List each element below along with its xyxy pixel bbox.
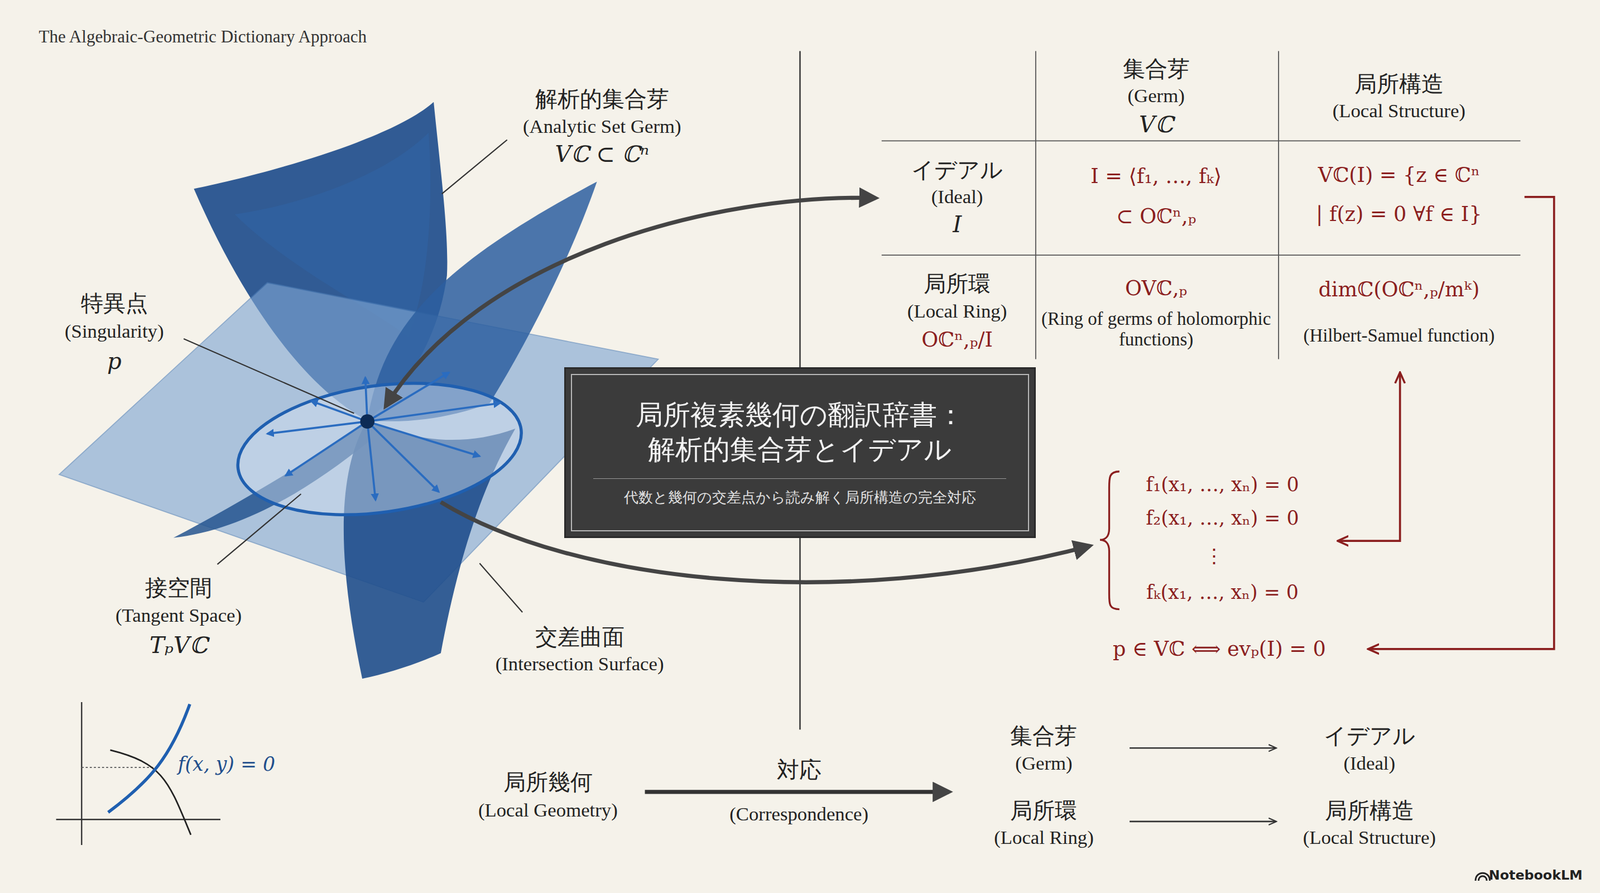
figure-label: 特異点 bbox=[80, 290, 148, 316]
table-cell: (Germ) bbox=[1127, 84, 1185, 108]
math-label: p bbox=[107, 348, 122, 374]
map-arrow bbox=[1129, 820, 1276, 823]
table-cell: | f(z) = 0 ∀f ∈ I} bbox=[1315, 202, 1483, 227]
logo-icon bbox=[1475, 872, 1491, 881]
table-cell: (Ideal) bbox=[931, 185, 984, 209]
correspondence-arrow bbox=[645, 789, 950, 794]
figure-label: (Tangent Space) bbox=[115, 604, 242, 627]
table-cell: (Hilbert-Samuel function) bbox=[1294, 325, 1504, 347]
watermark: NotebookLM bbox=[1488, 867, 1583, 883]
panel-title: 局所複素幾何の翻訳辞書：解析的集合芽とイデアル bbox=[626, 397, 973, 467]
equation: p ∈ Vℂ ⟺ evₚ(I) = 0 bbox=[1112, 637, 1326, 661]
page-title: The Algebraic-Geometric Dictionary Appro… bbox=[38, 26, 367, 47]
table-cell: イデアル bbox=[911, 156, 1003, 182]
map-arrow bbox=[1129, 747, 1276, 749]
title-panel: 局所複素幾何の翻訳辞書：解析的集合芽とイデアル代数と幾何の交差点から読み解く局所… bbox=[564, 367, 1036, 538]
equation: ⋮ bbox=[1204, 545, 1224, 568]
flow-label: (Local Ring) bbox=[993, 826, 1094, 849]
equation: fₖ(x₁, …, xₙ) = 0 bbox=[1146, 581, 1299, 604]
flow-label: (Correspondence) bbox=[729, 803, 869, 826]
table-cell: I bbox=[952, 211, 962, 238]
leader-line bbox=[183, 139, 523, 613]
table-cell: Vℂ(I) = {z ∈ ℂⁿ bbox=[1318, 163, 1481, 187]
table-cell: 局所構造 bbox=[1354, 70, 1444, 97]
flow-label: 局所環 bbox=[1010, 797, 1078, 824]
table-cell: I = ⟨f₁, …, fₖ⟩ bbox=[1090, 164, 1222, 189]
table-cell: 局所環 bbox=[923, 270, 991, 297]
neighbourhood-ring bbox=[229, 366, 531, 532]
flow-label: (Ideal) bbox=[1343, 752, 1396, 775]
equation: f₁(x₁, …, xₙ) = 0 bbox=[1145, 473, 1299, 497]
table-cell: ⊂ Oℂⁿ,ₚ bbox=[1116, 204, 1196, 229]
flow-label: 集合芽 bbox=[1010, 722, 1078, 749]
math-label: Vℂ ⊂ ℂⁿ bbox=[554, 141, 650, 167]
table-cell: (Local Structure) bbox=[1332, 99, 1466, 123]
figure-label: 交差曲面 bbox=[535, 623, 625, 650]
equation: f₂(x₁, …, xₙ) = 0 bbox=[1145, 507, 1299, 530]
figure-label: 接空間 bbox=[145, 574, 213, 601]
table-rule bbox=[881, 50, 1521, 359]
math-label: TₚVℂ bbox=[149, 631, 208, 658]
figure-label: (Intersection Surface) bbox=[495, 652, 665, 676]
flow-label: (Local Structure) bbox=[1303, 826, 1436, 849]
table-cell: 集合芽 bbox=[1122, 55, 1190, 81]
equation-brace bbox=[1099, 471, 1120, 610]
table-cell: OVℂ,ₚ bbox=[1125, 276, 1188, 301]
flow-label: 対応 bbox=[776, 756, 822, 783]
flow-label: (Germ) bbox=[1015, 752, 1073, 775]
flow-label: 局所構造 bbox=[1324, 797, 1415, 824]
table-cell: (Ring of germs of holomorphic functions) bbox=[1039, 308, 1273, 352]
flow-label: イデアル bbox=[1323, 722, 1416, 749]
feedback-arrow bbox=[1369, 197, 1555, 650]
table-cell: Oℂⁿ,ₚ/I bbox=[921, 328, 993, 352]
flow-label: (Local Geometry) bbox=[478, 799, 618, 822]
feedback-arrow bbox=[1338, 373, 1401, 541]
figure-label: (Analytic Set Germ) bbox=[522, 115, 682, 138]
figure-label: 解析的集合芽 bbox=[535, 85, 670, 112]
curve-label: f(x, y) = 0 bbox=[178, 753, 276, 776]
figure-label: (Singularity) bbox=[64, 320, 165, 343]
flow-label: 局所幾何 bbox=[503, 768, 593, 795]
panel-subtitle: 代数と幾何の交差点から読み解く局所構造の完全対応 bbox=[593, 478, 1007, 508]
singular-point bbox=[359, 414, 375, 429]
tangent-vectors bbox=[267, 372, 501, 501]
table-cell: (Local Ring) bbox=[907, 300, 1007, 323]
table-cell: Vℂ bbox=[1139, 111, 1174, 138]
table-cell: dimℂ(Oℂⁿ,ₚ/mᵏ) bbox=[1318, 277, 1480, 302]
